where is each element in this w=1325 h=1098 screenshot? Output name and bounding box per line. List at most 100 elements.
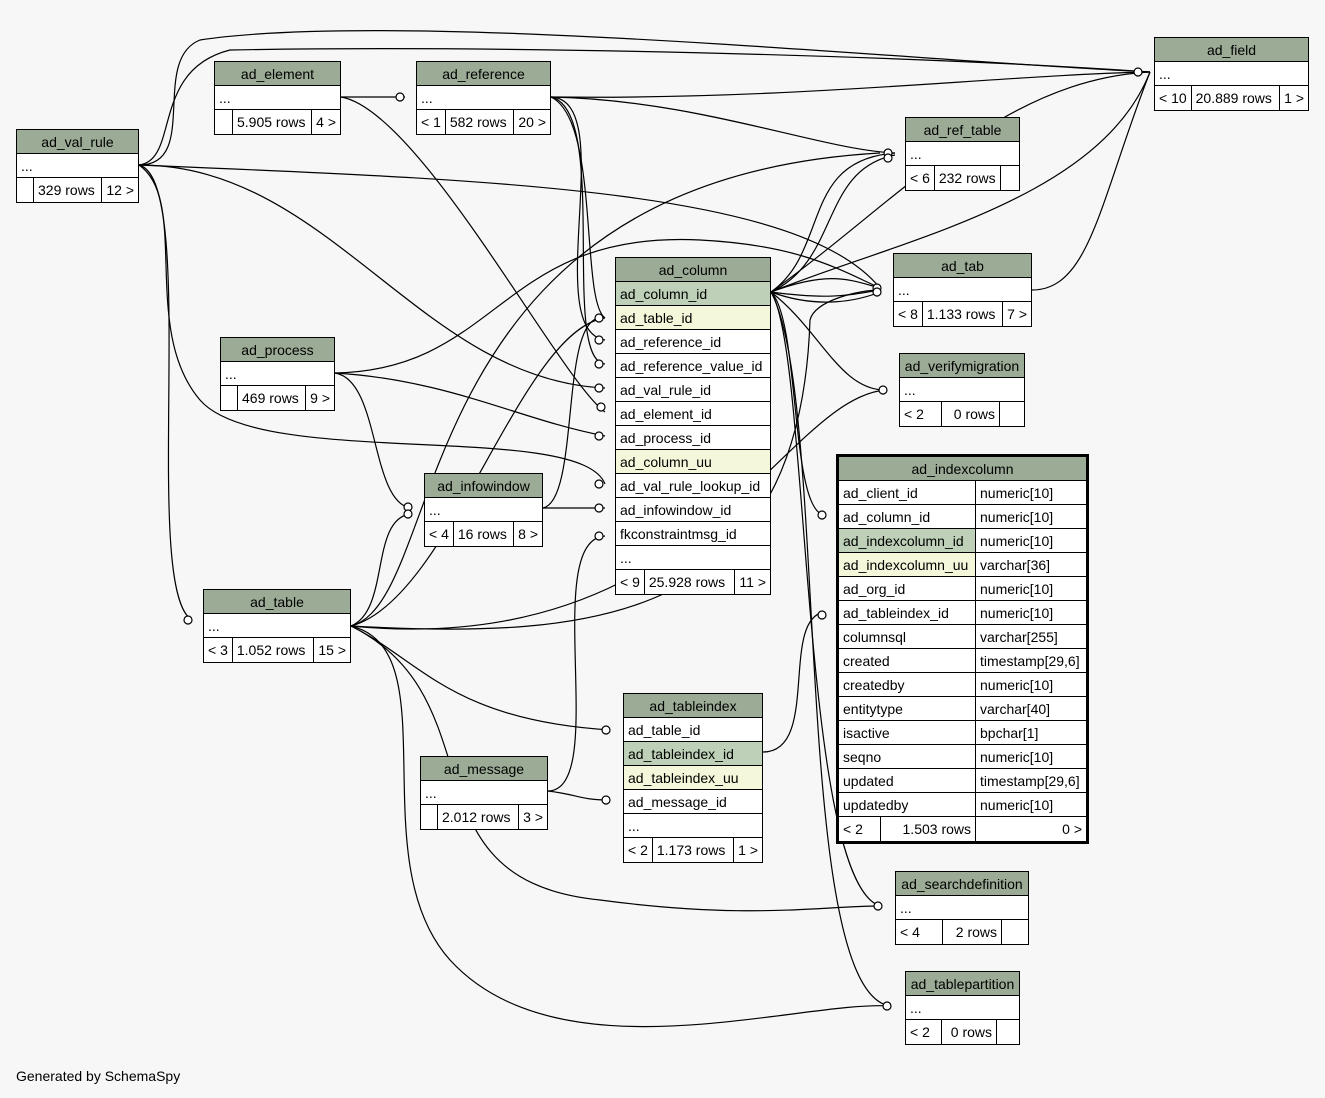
table-stats: < 9 25.928 rows 11 > xyxy=(616,570,770,594)
edge-table-searchdef xyxy=(350,625,881,912)
crowfoot-circle xyxy=(183,615,193,625)
column-ad-val-rule-id: ad_val_rule_id xyxy=(620,382,712,398)
table-header[interactable]: ad_val_rule xyxy=(17,130,138,154)
column-ad-element-id: ad_element_id xyxy=(620,406,712,422)
edge-reference-column3 xyxy=(550,96,606,319)
edge-table-column xyxy=(350,317,606,627)
edge-tab-field xyxy=(1031,71,1151,291)
column-ad-table-id: ad_table_id xyxy=(628,722,701,738)
column-type: numeric[10] xyxy=(980,581,1054,597)
edge-valrule-lookup xyxy=(138,164,606,485)
edge-column-tab-3 xyxy=(770,291,881,303)
table-ad-element[interactable]: ad_element ... 5.905 rows 4 > xyxy=(214,61,341,135)
table-header[interactable]: ad_verifymigration xyxy=(900,354,1024,378)
crowfoot-circle xyxy=(883,153,893,163)
table-header[interactable]: ad_table xyxy=(204,590,350,614)
edge-column-field-2 xyxy=(770,71,1151,293)
crowfoot-circle xyxy=(594,431,604,441)
column-type: numeric[10] xyxy=(980,533,1054,549)
column-ellipsis: ... xyxy=(628,818,640,834)
table-header[interactable]: ad_ref_table xyxy=(906,118,1019,142)
crowfoot-circle xyxy=(1133,67,1143,77)
table-ad-reference[interactable]: ad_reference ... < 1 582 rows 20 > xyxy=(416,61,551,135)
table-stats: < 2 1.173 rows 1 > xyxy=(624,838,762,862)
column-name: seqno xyxy=(839,745,976,768)
edge-column-indexcolumn xyxy=(770,291,825,516)
edge-table-reftable xyxy=(350,152,881,627)
table-header[interactable]: ad_process xyxy=(221,338,334,362)
table-ad-field[interactable]: ad_field ... < 10 20.889 rows 1 > xyxy=(1154,37,1309,111)
table-header[interactable]: ad_element xyxy=(215,62,340,86)
table-header[interactable]: ad_column xyxy=(616,258,770,282)
table-stats: < 6 232 rows xyxy=(906,166,1019,190)
table-stats: 2.012 rows 3 > xyxy=(421,805,547,829)
table-ad-ref-table[interactable]: ad_ref_table ... < 6 232 rows xyxy=(905,117,1020,191)
crowfoot-circle xyxy=(594,359,604,369)
crowfoot-circle xyxy=(601,795,611,805)
column-type: numeric[10] xyxy=(980,605,1054,621)
table-stats: 329 rows 12 > xyxy=(17,178,138,202)
column-type: numeric[10] xyxy=(980,677,1054,693)
table-header[interactable]: ad_tableindex xyxy=(624,694,762,718)
column-name: columnsql xyxy=(839,625,976,648)
table-ad-infowindow[interactable]: ad_infowindow ... < 4 16 rows 8 > xyxy=(424,473,543,547)
table-ad-tablepartition[interactable]: ad_tablepartition ... < 2 0 rows xyxy=(905,971,1020,1045)
column-ellipsis: ... xyxy=(904,382,916,398)
table-stats: < 8 1.133 rows 7 > xyxy=(894,302,1031,326)
table-header[interactable]: ad_tab xyxy=(894,254,1031,278)
edge-process-tab xyxy=(334,238,881,374)
column-ellipsis: ... xyxy=(429,502,441,518)
edge-valrule-column xyxy=(138,164,606,389)
column-name: ad_tableindex_id xyxy=(839,601,976,624)
table-ad-searchdefinition[interactable]: ad_searchdefinition ... < 4 2 rows xyxy=(895,871,1029,945)
column-ad-column-id: ad_column_id xyxy=(620,286,708,302)
table-header[interactable]: ad_field xyxy=(1155,38,1308,62)
edge-column-reftable xyxy=(770,152,896,293)
column-ellipsis: ... xyxy=(900,900,912,916)
column-type: varchar[36] xyxy=(980,557,1051,573)
column-fkconstraintmsg-id: fkconstraintmsg_id xyxy=(620,526,737,542)
crowfoot-circle xyxy=(594,503,604,513)
column-ad-process-id: ad_process_id xyxy=(620,430,712,446)
edge-reference-column2 xyxy=(550,96,606,365)
table-ad-tableindex[interactable]: ad_tableindex ad_table_id ad_tableindex_… xyxy=(623,693,763,863)
crowfoot-circle xyxy=(594,383,604,393)
column-name: updatedby xyxy=(839,793,976,816)
column-type: bpchar[1] xyxy=(980,725,1039,741)
column-name: updated xyxy=(839,769,976,792)
edge-element-column xyxy=(340,96,606,413)
table-stats: < 4 2 rows xyxy=(896,920,1028,944)
crowfoot-circle xyxy=(878,385,888,395)
table-ad-tab[interactable]: ad_tab ... < 8 1.133 rows 7 > xyxy=(893,253,1032,327)
table-header[interactable]: ad_indexcolumn xyxy=(839,457,1086,481)
edge-message-column xyxy=(547,535,606,792)
table-header[interactable]: ad_tablepartition xyxy=(906,972,1019,996)
column-ellipsis: ... xyxy=(620,550,632,566)
edge-valrule-tab xyxy=(138,164,881,289)
column-type: timestamp[29,6] xyxy=(980,773,1080,789)
table-header[interactable]: ad_infowindow xyxy=(425,474,542,498)
column-name: ad_indexcolumn_uu xyxy=(839,553,976,576)
column-name: entitytype xyxy=(839,697,976,720)
table-header[interactable]: ad_message xyxy=(421,757,547,781)
column-name: ad_indexcolumn_id xyxy=(839,529,976,552)
edge-valrule-field-2 xyxy=(138,48,1151,166)
table-stats: < 3 1.052 rows 15 > xyxy=(204,638,350,662)
crowfoot-circle xyxy=(594,313,604,323)
table-ad-verifymigration[interactable]: ad_verifymigration ... < 2 0 rows xyxy=(899,353,1025,427)
crowfoot-circle xyxy=(596,402,606,412)
table-ad-val-rule[interactable]: ad_val_rule ... 329 rows 12 > xyxy=(16,129,139,203)
crowfoot-circle xyxy=(594,531,604,541)
table-ad-process[interactable]: ad_process ... 469 rows 9 > xyxy=(220,337,335,411)
edge-table-tableindex xyxy=(350,625,611,731)
table-header[interactable]: ad_searchdefinition xyxy=(896,872,1028,896)
table-stats: 5.905 rows 4 > xyxy=(215,110,340,134)
edge-table-infowindow xyxy=(350,513,411,627)
edge-column-verify xyxy=(770,291,886,391)
table-ad-message[interactable]: ad_message ... 2.012 rows 3 > xyxy=(420,756,548,830)
table-ad-column[interactable]: ad_column ad_column_id ad_table_id ad_re… xyxy=(615,257,771,595)
crowfoot-circle xyxy=(817,510,827,520)
table-ad-table[interactable]: ad_table ... < 3 1.052 rows 15 > xyxy=(203,589,351,663)
table-header[interactable]: ad_reference xyxy=(417,62,550,86)
